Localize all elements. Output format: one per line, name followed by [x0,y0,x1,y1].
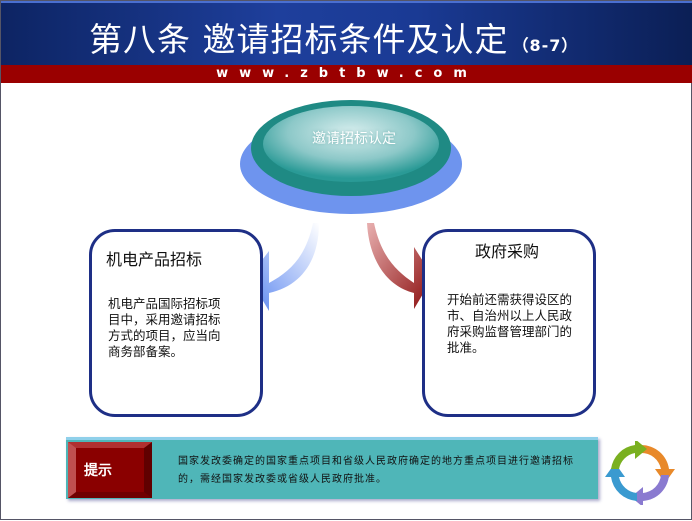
right-box: 政府采购 开始前还需获得设区的市、自治州以上人民政府采购监督管理部门的批准。 [422,229,596,417]
slide-header: 第八条 邀请招标条件及认定（8-7） [1,1,692,65]
tip-button[interactable]: 提示 [68,442,152,498]
website-band: www.zbtbw.com [1,65,692,83]
left-title: 机电产品招标 [106,250,203,269]
tip-bar: 提示 国家发改委确定的国家重点项目和省级人民政府确定的地方重点项目进行邀请招标的… [66,437,598,499]
left-text: 机电产品国际招标项目中，采用邀请招标方式的项目，应当向商务部备案。 [108,296,221,359]
right-text: 开始前还需获得设区的市、自治州以上人民政府采购监督管理部门的批准。 [447,292,573,355]
left-box: 机电产品招标 机电产品国际招标项目中，采用邀请招标方式的项目，应当向商务部备案。 [89,229,263,417]
arrow-right-icon [367,223,433,309]
center-label: 邀请招标认定 [312,131,396,147]
title-suffix: （8-7） [512,36,579,55]
title-text: 第八条 邀请招标条件及认定 [89,20,509,59]
cycle-icon [605,441,675,505]
right-title: 政府采购 [475,242,540,261]
disc-top [263,106,439,182]
slide-title: 第八条 邀请招标条件及认定（8-7） [89,13,578,61]
arrow-left-icon [249,223,319,311]
tip-text: 国家发改委确定的国家重点项目和省级人民政府确定的地方重点项目进行邀请招标的，需经… [178,456,574,485]
